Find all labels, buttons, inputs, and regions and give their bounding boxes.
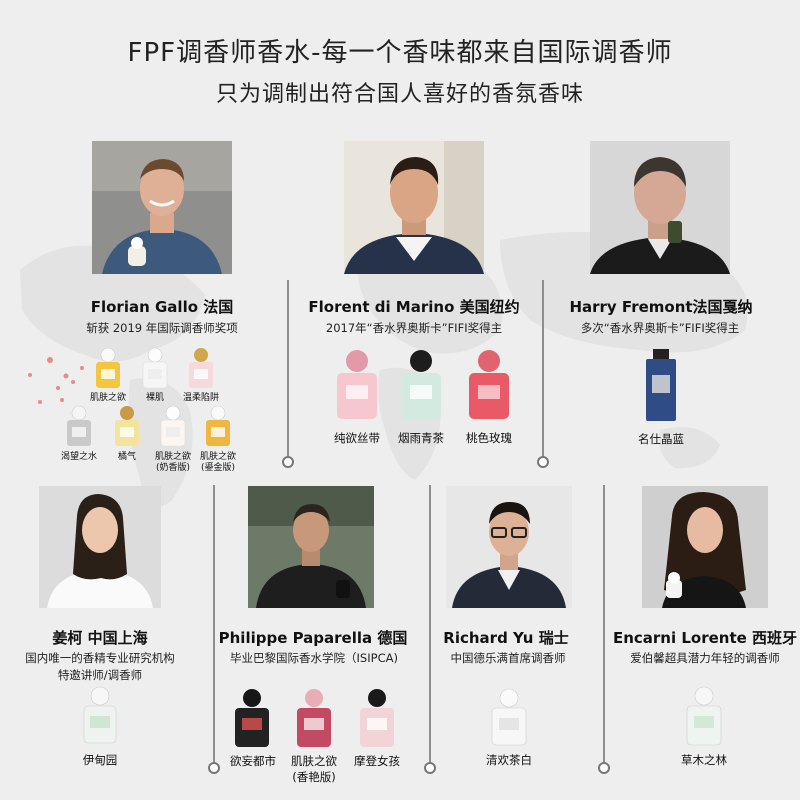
perfumer-desc: 国内唯一的香精专业研究机构	[25, 651, 175, 665]
product-label: 橘气	[117, 452, 136, 462]
perfumer-name: Encarni Lorente 西班牙	[612, 629, 798, 647]
product-label: 纯欲丝带	[334, 431, 380, 445]
connector-dot	[282, 456, 294, 468]
connector-line	[213, 485, 215, 765]
perfume-bottle	[81, 686, 119, 744]
product-label: 肌肤之欲	[89, 393, 126, 403]
perfumer-name: 姜柯 中国上海	[52, 629, 148, 647]
page-title: FPF调香师香水-每一个香味都来自国际调香师	[127, 38, 673, 68]
perfumer-desc: 毕业巴黎国际香水学院（ISIPCA)	[230, 651, 398, 665]
perfumer-name: Harry Fremont法国戛纳	[569, 298, 753, 316]
perfumer-desc: 多次“香水界奥斯卡”FIFI奖得主	[580, 321, 740, 335]
perfume-bottle	[357, 688, 397, 748]
perfume-bottle	[232, 688, 272, 748]
perfume-bottle	[158, 405, 188, 447]
perfumer-desc: 斩获 2019 年国际调香师奖项	[86, 321, 238, 335]
perfumer-desc: 2017年“香水界奥斯卡”FIFI奖得主	[325, 321, 503, 335]
product-label: 肌肤之欲 (香艳版)	[291, 754, 337, 784]
perfume-bottle	[489, 688, 529, 746]
product-label: 草木之林	[681, 753, 727, 767]
perfume-bottle	[398, 349, 444, 421]
connector-dot	[424, 762, 436, 774]
product-label: 肌肤之欲 (鎏金版)	[199, 452, 236, 473]
perfume-bottle	[644, 349, 678, 423]
perfumer-desc: 特邀讲师/调香师	[57, 668, 143, 682]
product-label: 摩登女孩	[354, 754, 400, 768]
perfume-bottle	[466, 349, 512, 421]
perfumer-name: Philippe Paparella 德国	[218, 629, 408, 647]
perfumer-photo-richard-yu	[446, 486, 572, 608]
product-label: 肌肤之欲 (奶香版)	[154, 452, 191, 473]
perfume-bottle	[140, 347, 170, 389]
perfumer-name: Florent di Marino 美国纽约	[308, 298, 520, 316]
perfumer-photo-florent-di-marino	[344, 141, 484, 274]
perfumer-name: Richard Yu 瑞士	[443, 629, 569, 647]
product-label: 伊甸园	[82, 753, 118, 767]
perfume-bottle	[186, 347, 216, 389]
connector-dot	[598, 762, 610, 774]
perfumer-photo-philippe-paparella	[248, 486, 374, 608]
perfumer-photo-jiang-ke	[39, 486, 161, 608]
product-label: 渴望之水	[60, 452, 97, 462]
perfumer-photo-encarni-lorente	[642, 486, 768, 608]
perfumer-photo-florian-gallo	[92, 141, 232, 274]
connector-line	[542, 280, 544, 462]
connector-line	[287, 280, 289, 462]
connector-dot	[537, 456, 549, 468]
product-label: 欲妄都市	[230, 754, 276, 768]
perfume-bottle	[93, 347, 123, 389]
product-label: 烟雨青茶	[398, 431, 444, 445]
perfume-bottle	[684, 686, 724, 746]
product-label: 名仕晶蓝	[638, 432, 684, 446]
product-label: 裸肌	[145, 393, 164, 403]
connector-line	[429, 485, 431, 765]
product-label: 桃色玫瑰	[466, 431, 512, 445]
page-subtitle: 只为调制出符合国人喜好的香氛香味	[215, 82, 584, 107]
perfume-bottle	[203, 405, 233, 447]
connector-line	[603, 485, 605, 765]
product-label: 清欢茶白	[486, 753, 532, 767]
perfume-bottle	[294, 688, 334, 748]
perfume-bottle	[64, 405, 94, 447]
product-label: 温柔陷阱	[182, 393, 219, 403]
perfumer-name: Florian Gallo 法国	[90, 298, 234, 316]
perfume-bottle	[112, 405, 142, 447]
perfumer-photo-harry-fremont	[590, 141, 730, 274]
connector-dot	[208, 762, 220, 774]
perfumer-desc: 中国德乐满首席调香师	[450, 651, 566, 665]
perfume-bottle	[334, 349, 380, 421]
perfumer-desc: 爱伯馨超具潜力年轻的调香师	[630, 651, 780, 665]
